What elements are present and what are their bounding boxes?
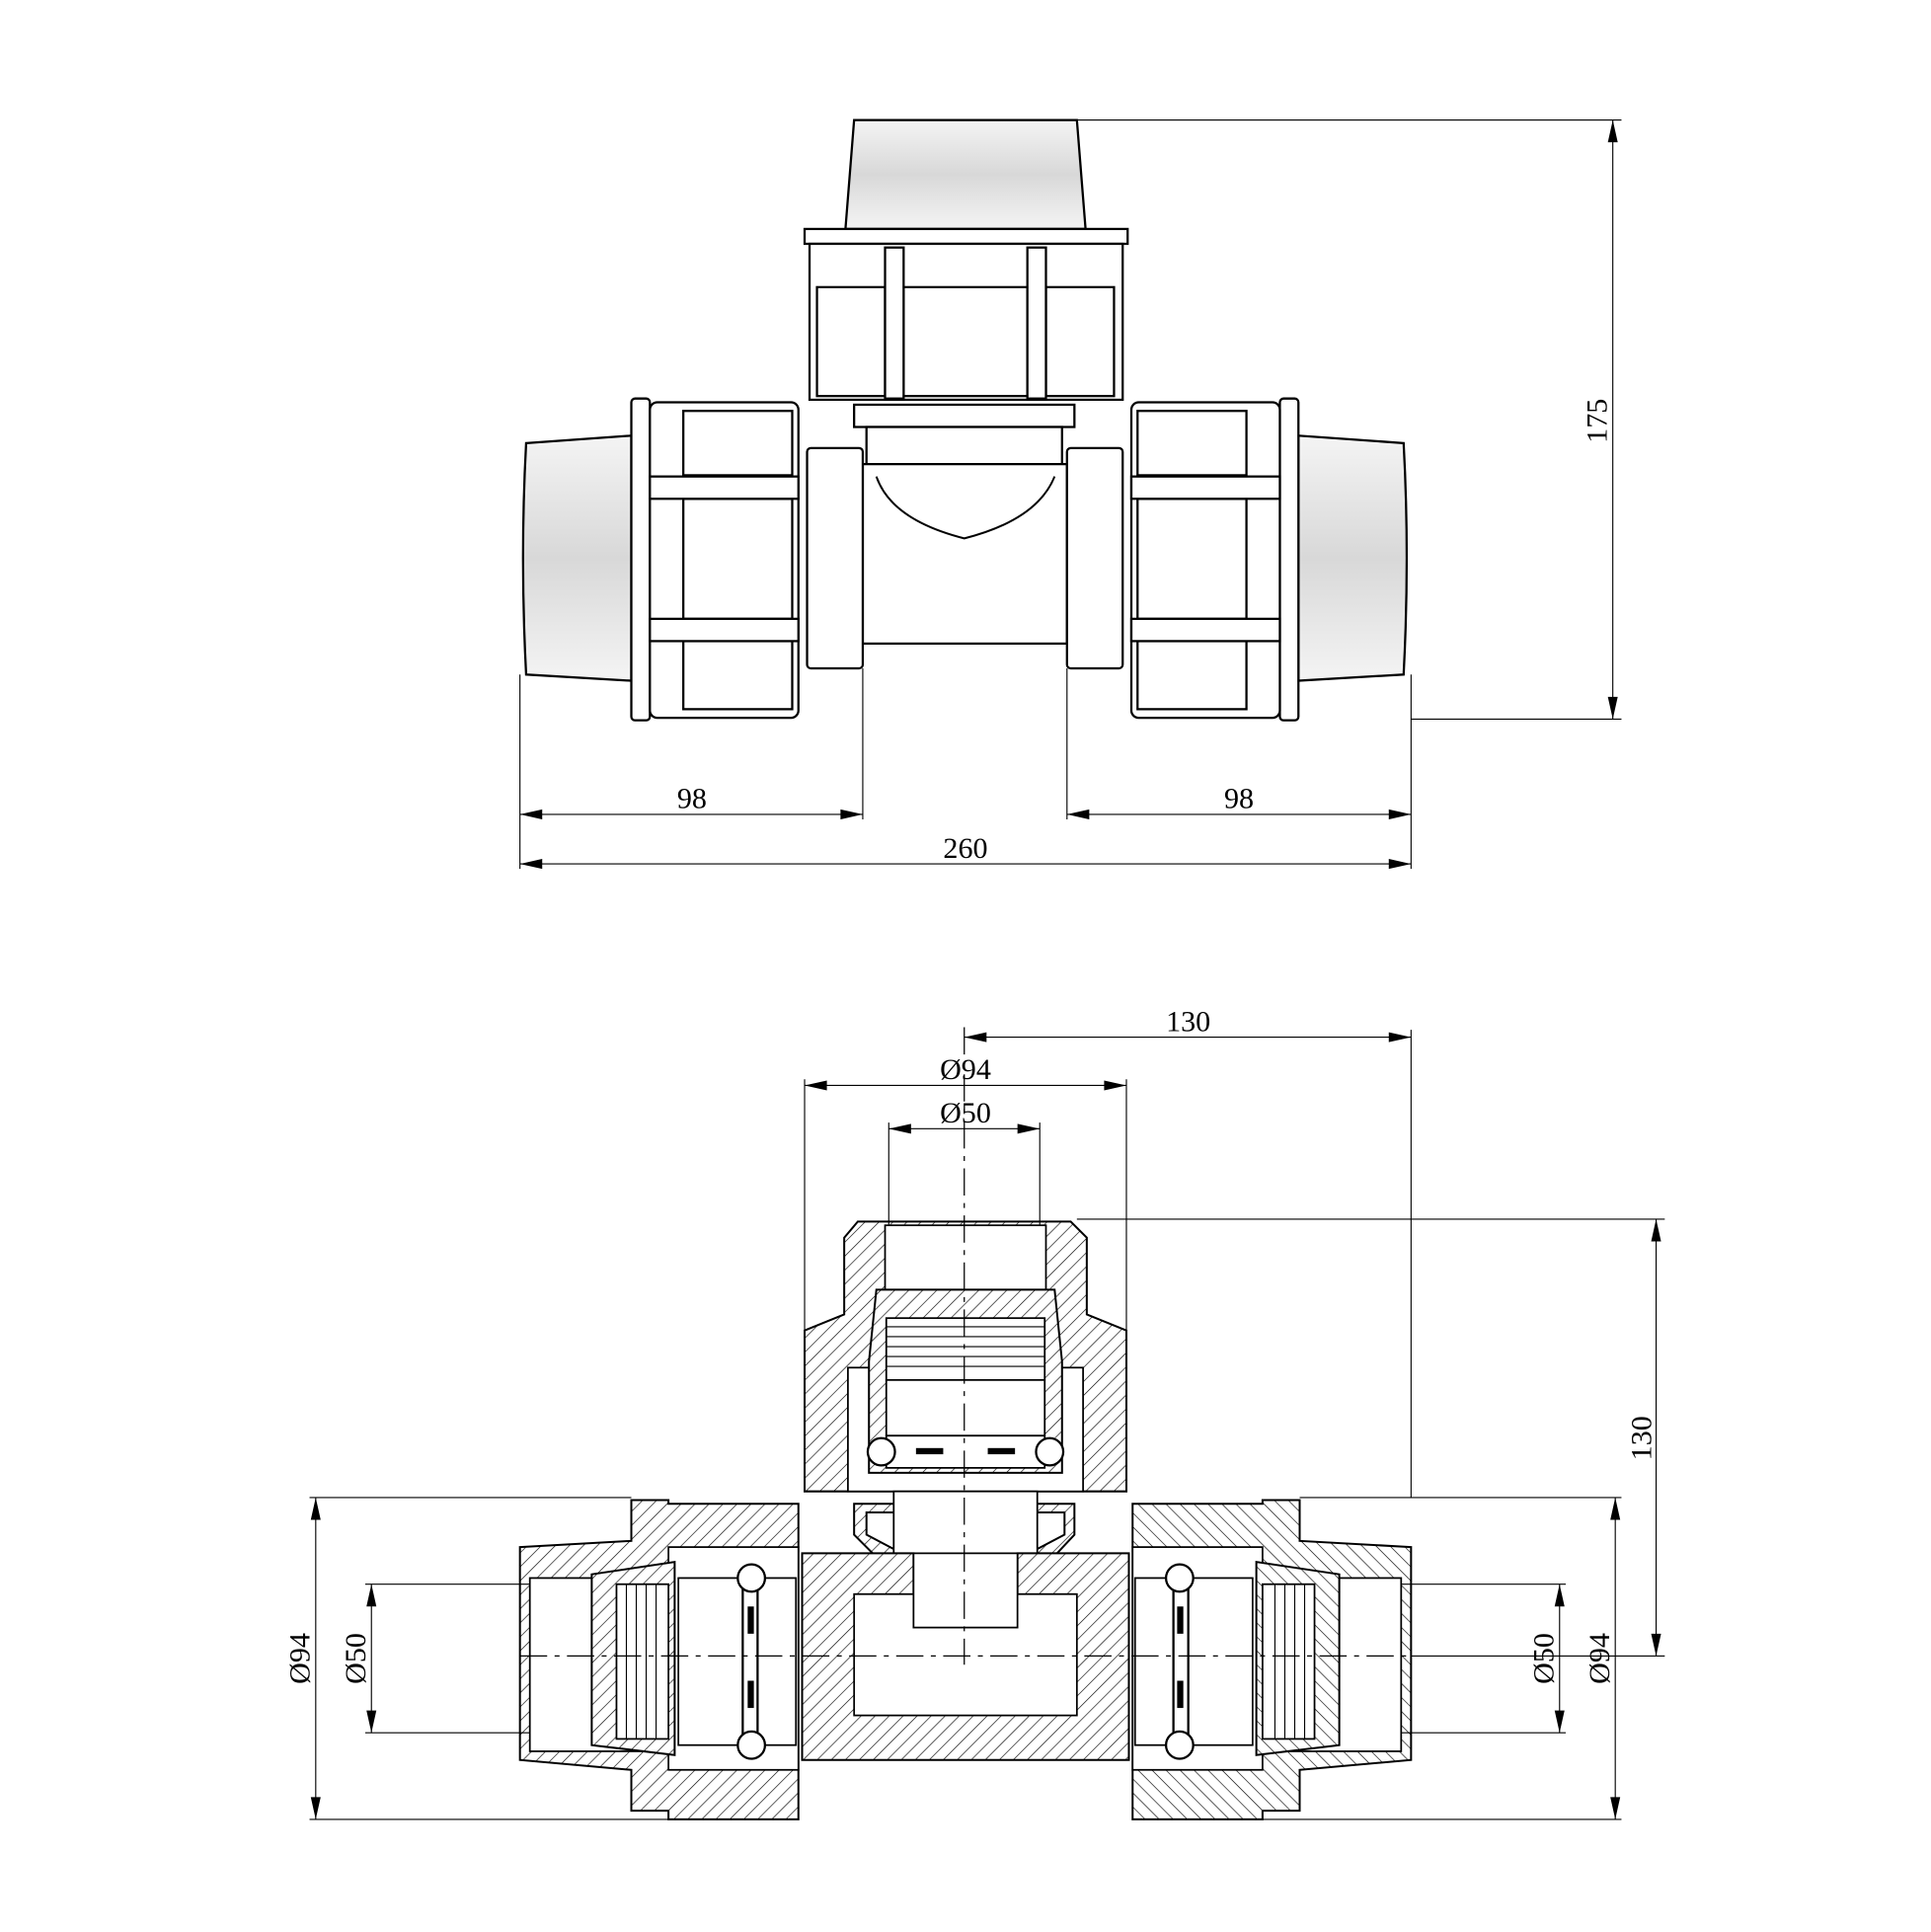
section-dimension-lines bbox=[309, 1030, 1665, 1820]
dim-length-260: 260 bbox=[943, 831, 987, 865]
dim-branch-offset-130: 130 bbox=[1166, 1004, 1210, 1038]
top-dimension-lines bbox=[519, 119, 1622, 870]
dim-right-pipe-diameter: Ø50 bbox=[1526, 1633, 1560, 1684]
branch-collar bbox=[853, 403, 1076, 428]
dim-branch-pipe-diameter: Ø50 bbox=[940, 1096, 991, 1129]
left-coupling bbox=[521, 397, 800, 722]
top-view: 175 98 98 260 bbox=[519, 118, 1622, 870]
dim-left-outer-diameter: Ø94 bbox=[283, 1633, 317, 1684]
dim-left-98: 98 bbox=[677, 782, 707, 815]
right-coupling-section bbox=[1131, 1499, 1413, 1820]
branch-cap bbox=[844, 118, 1087, 231]
branch-nut-ribs bbox=[815, 246, 1116, 400]
right-coupling bbox=[1129, 397, 1409, 722]
dim-branch-height-130: 130 bbox=[1625, 1416, 1659, 1460]
dim-right-98: 98 bbox=[1224, 782, 1254, 815]
dim-right-outer-diameter: Ø94 bbox=[1583, 1633, 1616, 1684]
section-view: 130 Ø94 Ø50 130 Ø94 Ø50 Ø50 Ø94 bbox=[283, 1004, 1665, 1820]
branch-flange bbox=[803, 227, 1129, 246]
tee-body bbox=[861, 463, 1068, 646]
dim-left-pipe-diameter: Ø50 bbox=[339, 1633, 372, 1684]
right-collar bbox=[1065, 446, 1124, 670]
dim-height-175: 175 bbox=[1580, 399, 1613, 443]
tee-junction-curve bbox=[875, 476, 1056, 540]
left-collar bbox=[806, 446, 865, 670]
dim-branch-outer-diameter: Ø94 bbox=[940, 1052, 991, 1086]
left-coupling-section bbox=[518, 1499, 800, 1820]
branch-section bbox=[804, 1220, 1127, 1593]
